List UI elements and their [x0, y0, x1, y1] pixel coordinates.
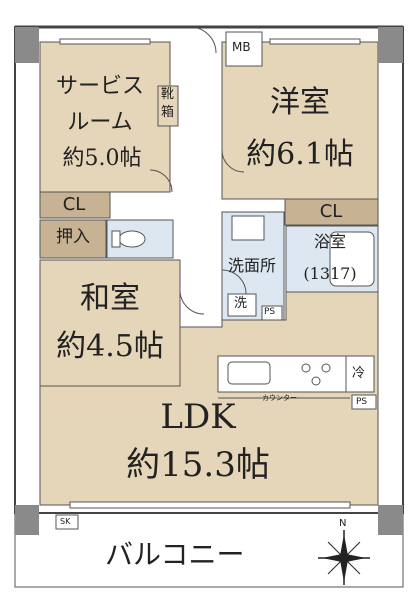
- door-western: [221, 149, 245, 173]
- bath-size: (1317): [303, 264, 357, 283]
- stove-burner-1: [301, 363, 311, 373]
- ps-wash-label: PS: [264, 307, 276, 317]
- bathtub: [329, 231, 375, 287]
- kitchen-sink: [227, 361, 271, 385]
- compass-icon: [318, 530, 370, 585]
- sk-box: [55, 514, 79, 530]
- toilet-bowl: [118, 230, 146, 248]
- wash-basin: [231, 215, 265, 241]
- sk-label: SK: [60, 517, 71, 526]
- pillar-top-right: [378, 27, 403, 63]
- washer-label: 洗: [234, 296, 248, 311]
- fridge-box: [345, 355, 375, 393]
- stove-burner-2: [321, 363, 331, 373]
- pillar-top-left: [15, 27, 39, 63]
- shoe-box-area: [157, 85, 179, 127]
- bath-name: 浴室: [313, 232, 347, 251]
- service-room-size: 約5.0帖: [62, 146, 142, 171]
- fridge-label: 冷: [352, 366, 366, 381]
- oshiire-area: [39, 219, 107, 259]
- window-western: [269, 38, 361, 45]
- closet-western-area: [284, 198, 379, 226]
- closet-service-area: [39, 191, 111, 219]
- door-service: [149, 169, 173, 193]
- window-ldk: [69, 501, 351, 509]
- washroom-name: 洗面所: [227, 256, 277, 275]
- western-room-size: 約6.1帖: [246, 137, 354, 172]
- japanese-room-size: 約4.5帖: [56, 329, 164, 364]
- shoe-box-top-label: 靴: [161, 87, 175, 102]
- ldk-size: 約15.3帖: [126, 445, 270, 485]
- balcony-label: バルコニー: [105, 538, 245, 571]
- pillar-bottom-right: [378, 505, 403, 535]
- japanese-room-name: 和室: [80, 281, 140, 316]
- window-service: [59, 38, 151, 45]
- pillar-bottom-left: [15, 505, 39, 535]
- ps-kitchen-box: [351, 394, 377, 410]
- service-room-area: [39, 41, 171, 193]
- washer-box: [227, 293, 257, 317]
- balcony-area: [14, 504, 404, 588]
- counter-label: カウンター: [262, 394, 297, 402]
- ldk-name: LDK: [160, 397, 236, 437]
- north-label: N: [339, 518, 347, 529]
- door-washroom: [221, 269, 247, 295]
- toilet-tank: [111, 230, 121, 248]
- oshiire-label: 押入: [56, 227, 90, 247]
- ps-kitchen-label: PS: [356, 397, 368, 407]
- mb-label: MB: [232, 40, 251, 54]
- japanese-room-area: [39, 259, 181, 387]
- western-room-name: 洋室: [270, 85, 330, 120]
- stove-burner-3: [311, 376, 321, 386]
- cl-service-label: CL: [62, 194, 86, 215]
- mb-area: [225, 31, 263, 67]
- door-japanese: [179, 289, 205, 315]
- shoe-box-bottom-label: 箱: [161, 105, 175, 120]
- service-room-name-1: サービス: [55, 74, 145, 99]
- cl-western-label: CL: [319, 201, 343, 222]
- service-room-name-2: ルーム: [67, 110, 133, 135]
